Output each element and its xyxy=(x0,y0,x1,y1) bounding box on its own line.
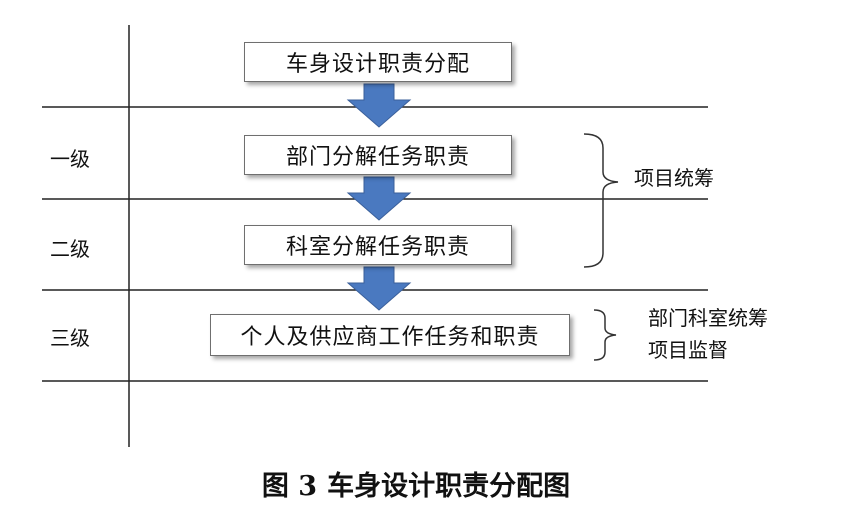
box-allocation: 车身设计职责分配 xyxy=(244,42,512,82)
level-label-3: 三级 xyxy=(50,326,90,350)
down-arrow-2 xyxy=(346,176,412,221)
brace-department xyxy=(593,309,617,361)
down-arrow-1 xyxy=(346,83,412,128)
brace-project xyxy=(583,133,619,268)
level-label-2: 二级 xyxy=(50,237,90,261)
box-department: 部门分解任务职责 xyxy=(244,135,512,175)
figure-caption: 图 3 车身设计职责分配图 xyxy=(0,464,842,503)
figure-number: 图 3 xyxy=(261,471,318,502)
down-arrow-3 xyxy=(346,266,412,311)
note-dept-line2: 项目监督 xyxy=(648,338,728,362)
level-label-1: 一级 xyxy=(50,147,90,171)
note-dept-line1: 部门科室统筹 xyxy=(648,306,768,330)
figure-title: 车身设计职责分配图 xyxy=(327,471,571,502)
box-individual: 个人及供应商工作任务和职责 xyxy=(210,314,570,356)
box-section: 科室分解任务职责 xyxy=(244,225,512,265)
note-project: 项目统筹 xyxy=(634,166,714,190)
